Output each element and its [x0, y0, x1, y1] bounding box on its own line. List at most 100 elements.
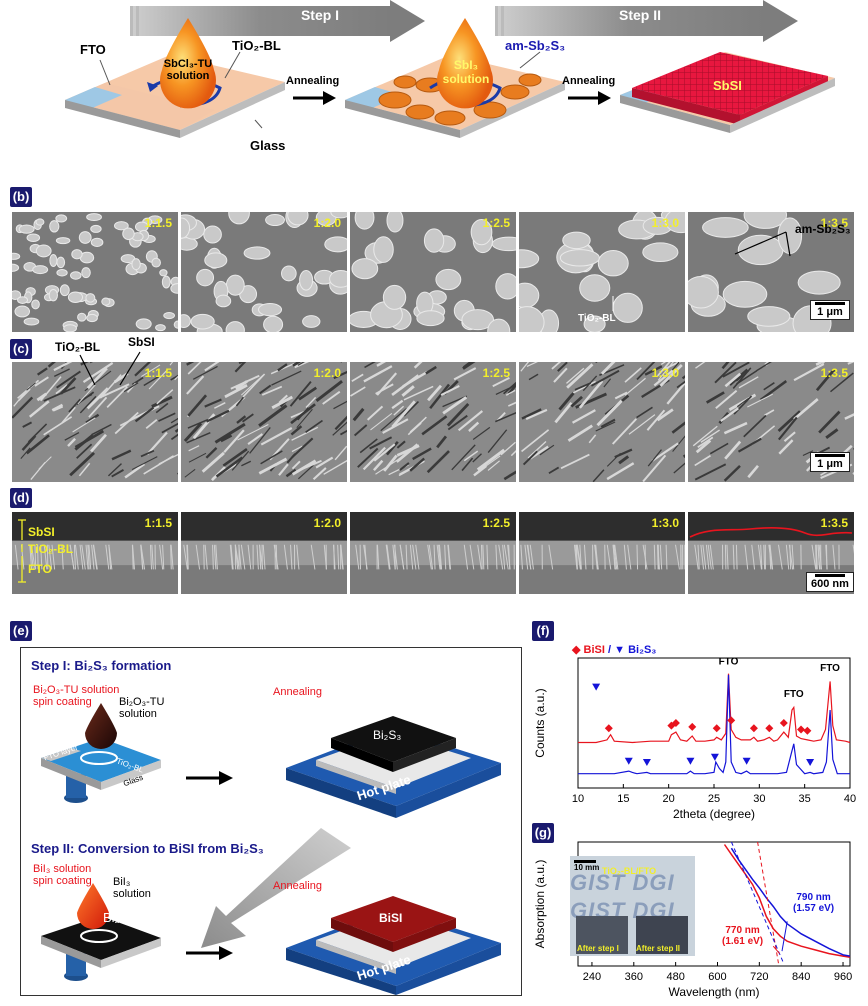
panel-a-diagram [65, 0, 835, 138]
bisi-peak-marker [667, 721, 676, 730]
ratio-label: 1:3.0 [651, 516, 679, 530]
ratio-label: 1:3.0 [651, 366, 679, 380]
ratio-label: 1:1.5 [144, 216, 172, 230]
x-tick-label: 240 [583, 971, 601, 983]
panel-e-box: Step I: Bi₂S₃ formation Bi₂O₃-TU solutio… [20, 647, 522, 996]
legend-bisi-diamond-icon: ◆ [572, 644, 581, 656]
annotation-770nm: 770 nm(1.61 eV) [722, 925, 764, 947]
x-tick-label: 30 [753, 793, 765, 805]
sem-image-c-5: 1:3.5 [688, 362, 854, 482]
sem-image-d-2: 1:2.0 [181, 512, 347, 594]
x-axis-label: 2theta (degree) [673, 807, 755, 821]
ratio-label: 1:2.5 [482, 516, 510, 530]
drop-2 [437, 18, 493, 109]
tio2-bl-label: TiO₂-BL [232, 38, 281, 53]
xrd-legend: ◆ BiSI / ▼ Bi₂S₃ [572, 643, 656, 656]
inset-scale-label: 10 mm [574, 863, 600, 872]
x-tick-label: 360 [625, 971, 643, 983]
annealing-e1: Annealing [273, 686, 322, 698]
step1-arrow [130, 0, 425, 42]
after-step1-label: After step I [577, 944, 619, 953]
am-sb2s3-annotation: am-Sb₂S₃ [795, 222, 851, 236]
bisi-top-label: BiSI [379, 911, 403, 925]
big-diagonal-arrow [201, 828, 351, 948]
sem-image-c-4: 1:3.0 [519, 362, 685, 482]
bi2s3-top-label: Bi₂S₃ [373, 728, 402, 742]
annotation-790nm: 790 nm(1.57 eV) [793, 892, 835, 914]
bi2s3-peak-marker [686, 757, 695, 765]
panel-a-leaders [99, 51, 541, 129]
glass-label: Glass [250, 138, 286, 153]
inset-tio2-label: TiO₂-BL/FTO [602, 866, 657, 876]
spin-coater-1 [41, 703, 161, 803]
bi2s3-spin-label: Bi₂S₃ [103, 910, 134, 925]
panel-c-tag: (c) [10, 339, 32, 359]
series-line-bi2s3 [578, 674, 850, 775]
inset-background-text: GIST DGI [570, 870, 675, 895]
legend-separator: / [608, 644, 612, 656]
x-tick-label: 20 [663, 793, 675, 805]
substrate-3 [620, 52, 835, 133]
ratio-label: 1:1.5 [144, 516, 172, 530]
step2-title: Step II: Conversion to BiSI from Bi₂S₃ [31, 841, 264, 856]
legend-bi2s3-triangle-icon: ▼ [614, 644, 626, 656]
step2-arrow [495, 0, 798, 42]
x-tick-label: 25 [708, 793, 720, 805]
process-arrow-2 [568, 91, 611, 105]
step1-title: Step I: Bi₂S₃ formation [31, 658, 172, 673]
panel-g-tag: (g) [532, 823, 554, 843]
x-axis-label: Wavelength (nm) [669, 985, 760, 999]
panel-b-arrows [612, 231, 791, 311]
ratio-label: 1:2.0 [313, 366, 341, 380]
panel-c-arrows [79, 351, 141, 386]
annealing-label-1: Annealing [286, 75, 340, 87]
ratio-label: 1:2.5 [482, 366, 510, 380]
annotation-pointer [781, 921, 788, 952]
spin-coater-2 [41, 883, 161, 981]
sem-image-d-1: 1:1.5 [12, 512, 178, 594]
sample-after-step2 [636, 916, 688, 954]
drop-1 [160, 18, 216, 109]
x-tick-label: 15 [617, 793, 629, 805]
fto-layer-label: FTO [28, 562, 52, 576]
bi2s3-peak-marker [592, 683, 601, 691]
x-tick-label: 480 [666, 971, 684, 983]
legend-bi2s3-label: Bi₂S₃ [628, 644, 657, 656]
x-tick-label: 600 [708, 971, 726, 983]
ratio-label: 1:3.0 [651, 216, 679, 230]
hot-plate-2 [286, 896, 501, 995]
x-tick-label: 720 [750, 971, 768, 983]
sem-image-d-5: 1:3.5 [688, 512, 854, 594]
ratio-label: 1:3.5 [820, 366, 848, 380]
absorption-series-step2 [723, 844, 851, 959]
ratio-label: 1:2.5 [482, 216, 510, 230]
sbsi-annotation-c: SbSI [128, 335, 155, 349]
sample-after-step1 [576, 916, 628, 954]
fto-peak-label: FTO [784, 689, 804, 700]
tio2-layer-label: TiO₂-BL [28, 542, 74, 556]
x-tick-label: 35 [799, 793, 811, 805]
legend-bisi-label: BiSI [583, 644, 605, 656]
sem-image-b-1: 1:1.5 [12, 212, 178, 332]
ratio-label: 1:3.5 [820, 516, 848, 530]
ratio-label: 1:2.0 [313, 216, 341, 230]
plot-frame [577, 657, 851, 789]
bisi-peak-marker [688, 722, 697, 731]
scalebar-d: 600 nm [806, 572, 854, 592]
y-axis-label: Counts (a.u.) [533, 688, 547, 757]
bisi-peak-marker [604, 724, 613, 733]
bisi-peak-marker [779, 719, 788, 727]
bi2s3-peak-marker [806, 759, 815, 766]
bi2s3-peak-marker [710, 753, 719, 761]
annealing-e2: Annealing [273, 880, 322, 892]
sample-photo-inset: GIST DGI GIST DGI 10 mm TiO₂-BL/FTO Afte… [570, 856, 695, 956]
step2-label: Step II [618, 7, 661, 23]
ratio-label: 1:3.5 [820, 216, 848, 230]
tio2-annotation-c: TiO₂-BL [55, 340, 101, 354]
bisi-peak-marker [797, 725, 806, 734]
